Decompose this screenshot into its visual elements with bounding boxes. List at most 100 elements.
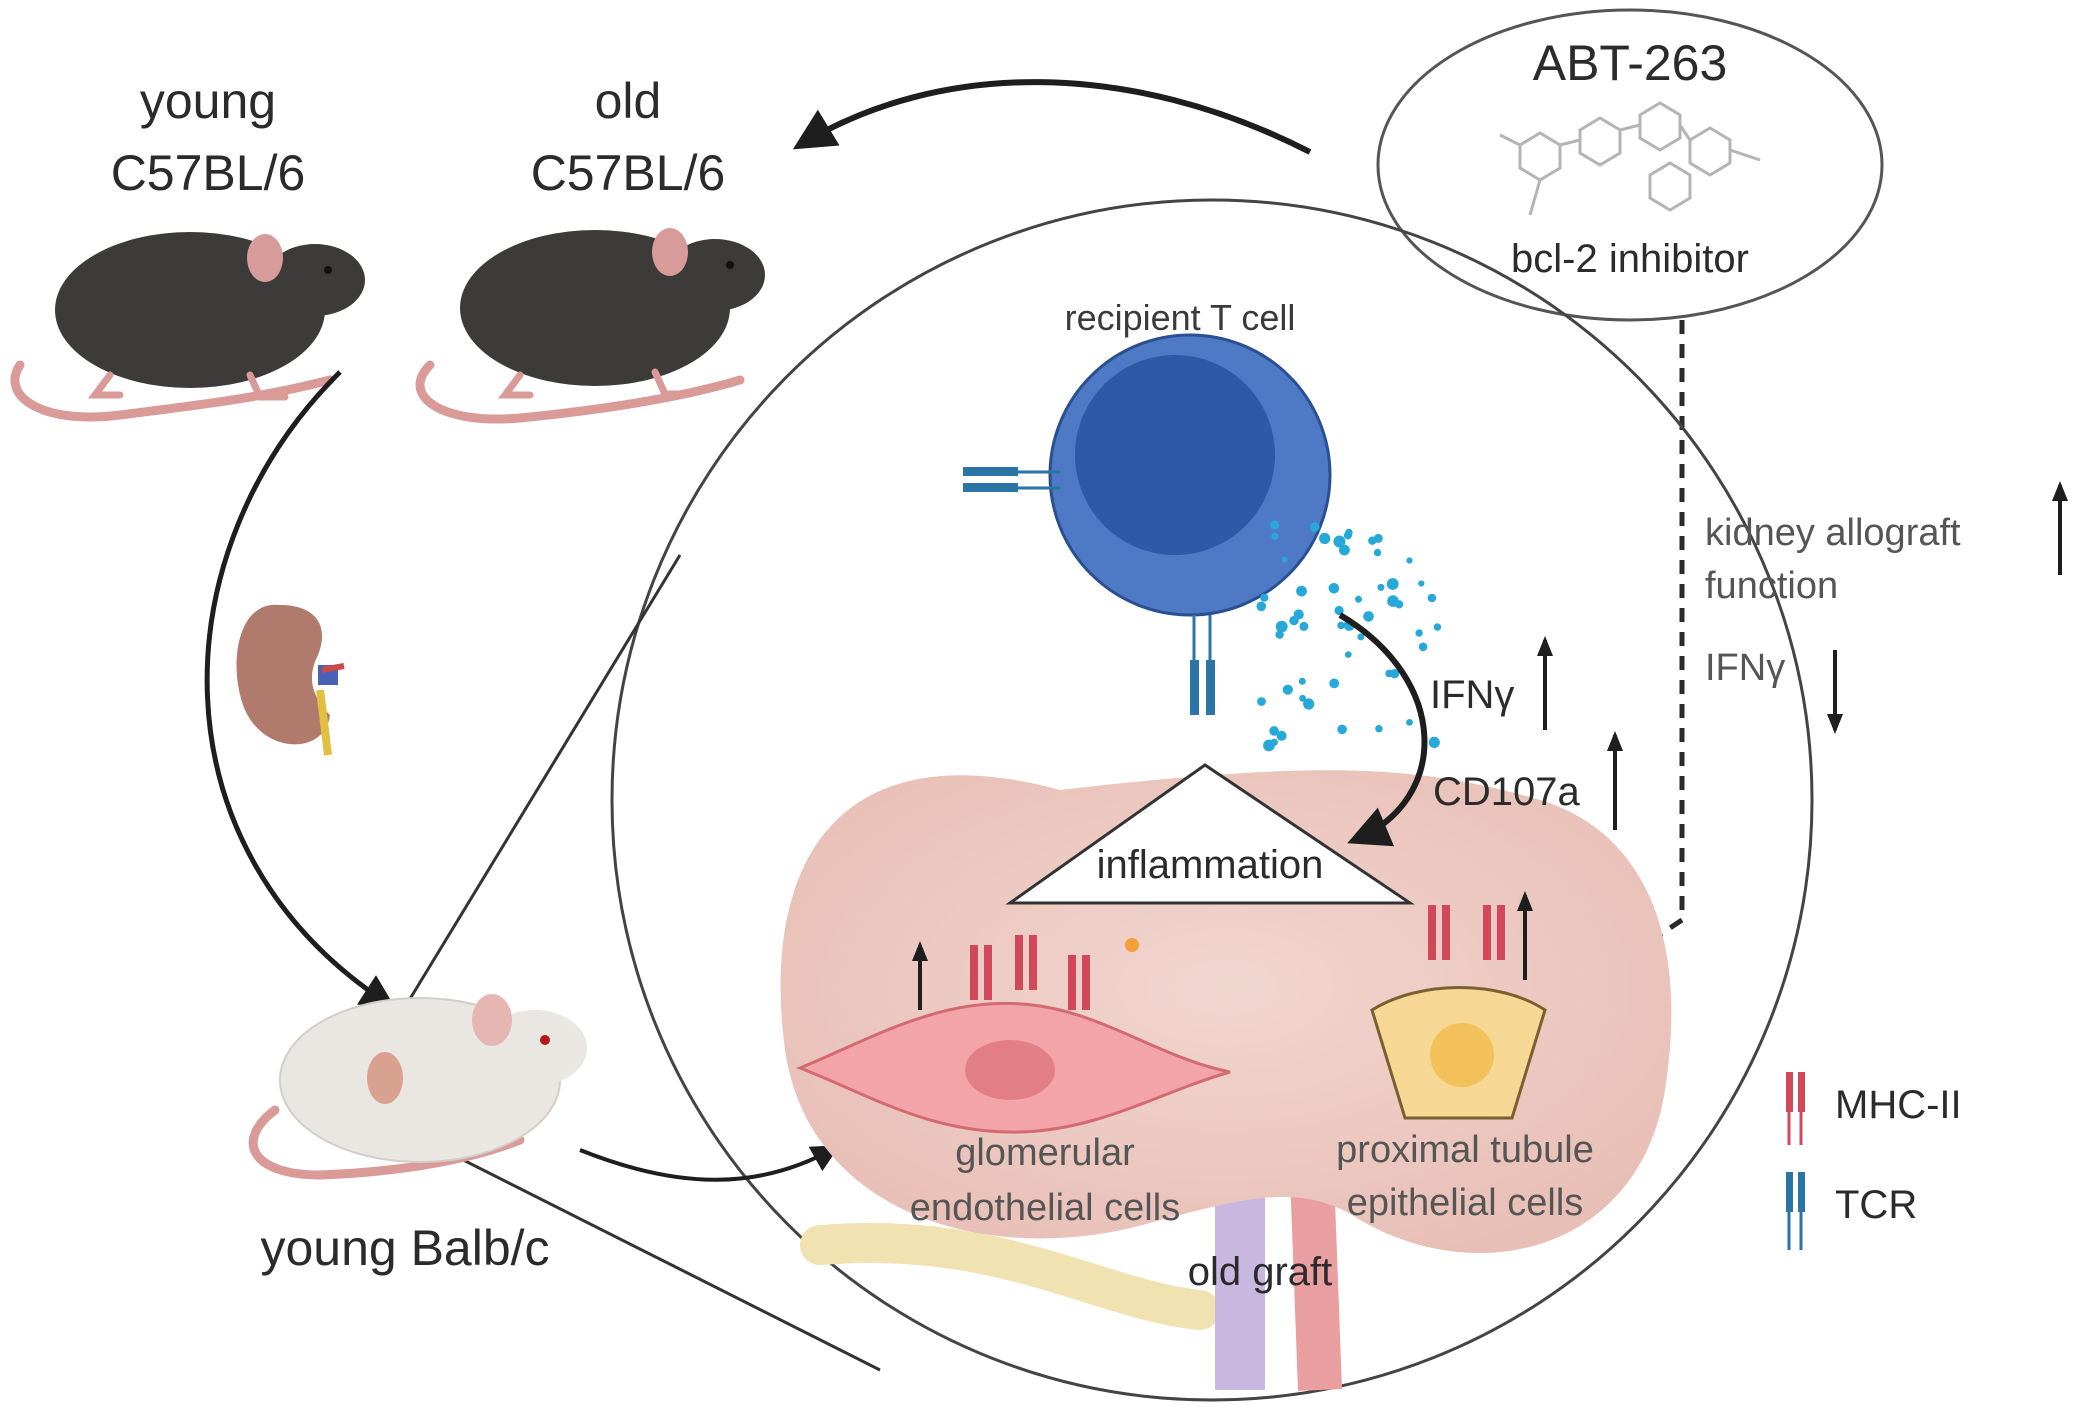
mouse-tail bbox=[10, 360, 335, 422]
mouse-ear bbox=[652, 228, 688, 276]
cytokine-dot bbox=[1296, 585, 1307, 597]
cytokine-dot bbox=[1270, 738, 1279, 746]
legend-mhc-label: MHC-II bbox=[1835, 1083, 1962, 1127]
glomerular-label-line2: endothelial cells bbox=[910, 1187, 1180, 1229]
old-c57bl6-mouse bbox=[415, 228, 765, 424]
cytokine-dot bbox=[1293, 609, 1304, 620]
old-mouse-label-line2: C57BL/6 bbox=[531, 145, 726, 201]
cd107a-up-label: CD107a bbox=[1433, 770, 1581, 814]
cytokine-dot bbox=[1387, 595, 1399, 607]
molecule-structure-icon bbox=[1499, 101, 1761, 216]
proximal-label-line1: proximal tubule bbox=[1336, 1129, 1594, 1171]
grafted-kidney-icon bbox=[367, 1052, 403, 1104]
tcell-label: recipient T cell bbox=[1065, 297, 1296, 338]
mhc-receptor-icon bbox=[1428, 905, 1505, 960]
cytokine-dot bbox=[1256, 601, 1267, 612]
drug-subtitle: bcl-2 inhibitor bbox=[1511, 237, 1749, 281]
inflammation-triangle bbox=[1005, 763, 1415, 905]
young-balbc-mouse bbox=[248, 994, 587, 1180]
allograft-function-label-line2: function bbox=[1705, 565, 1838, 607]
cytokine-dot bbox=[1125, 938, 1139, 952]
cytokine-dot bbox=[1271, 532, 1279, 541]
cytokine-dot bbox=[1333, 535, 1346, 548]
cytokine-dot bbox=[1428, 736, 1440, 749]
cytokine-dot bbox=[1282, 684, 1293, 695]
zoom-line-upper bbox=[400, 554, 682, 1013]
cytokine-dot bbox=[1406, 719, 1413, 726]
young-mouse-label-line1: young bbox=[140, 73, 276, 129]
cytokine-dot bbox=[1276, 730, 1287, 741]
transplant-arrow bbox=[204, 370, 396, 1009]
proximal-tubule-epithelial-cell bbox=[1370, 986, 1547, 1120]
young-c57bl6-mouse bbox=[10, 232, 365, 422]
cytokine-dot bbox=[1363, 611, 1374, 622]
proximal-label-line2: epithelial cells bbox=[1347, 1182, 1584, 1224]
cytokine-dot bbox=[1418, 580, 1425, 587]
cytokine-dot bbox=[1345, 651, 1352, 658]
zoom-circle bbox=[610, 198, 1814, 1402]
drug-name: ABT-263 bbox=[1533, 35, 1728, 91]
drug-ellipse bbox=[1376, 8, 1884, 322]
cytokine-dot bbox=[1343, 531, 1352, 540]
cytokine-dot bbox=[1328, 583, 1340, 594]
balbc-mouse-label: young Balb/c bbox=[260, 1220, 549, 1276]
cytokine-dot bbox=[1337, 621, 1345, 630]
cytokine-dot bbox=[1270, 520, 1280, 530]
cytokine-dot bbox=[1418, 642, 1428, 652]
ureter bbox=[800, 1222, 1220, 1330]
cytokine-dot bbox=[1299, 621, 1309, 631]
ifng-down-label: IFNγ bbox=[1705, 647, 1785, 689]
mhc-receptor-icon bbox=[970, 935, 1090, 1010]
balbc-to-graft-arrow bbox=[579, 1145, 840, 1182]
cytokine-dot bbox=[1299, 694, 1306, 702]
inflammation-label: inflammation bbox=[1097, 843, 1324, 887]
tcr-receptor-icon bbox=[963, 467, 1060, 492]
cytokine-dot bbox=[1339, 544, 1350, 556]
cytokine-dot bbox=[1309, 522, 1320, 532]
cytokine-dot bbox=[1373, 548, 1382, 557]
mouse-head bbox=[665, 239, 765, 311]
cytokine-dot bbox=[1275, 620, 1288, 633]
cytokine-dot bbox=[1377, 583, 1385, 591]
cytokine-dot bbox=[1260, 593, 1269, 602]
tcell-to-inflammation-arrow bbox=[1338, 612, 1428, 847]
ifng-cytokine-cloud bbox=[1256, 520, 1442, 752]
cytokine-dot bbox=[1357, 633, 1365, 641]
young-mouse-label-line2: C57BL/6 bbox=[111, 145, 306, 201]
cytokine-dot bbox=[1337, 724, 1347, 735]
cytokine-dot bbox=[1275, 630, 1284, 639]
cytokine-dot bbox=[1406, 557, 1413, 564]
ifng-up-label: IFNγ bbox=[1430, 673, 1514, 717]
cytokine-dot bbox=[1386, 578, 1399, 590]
legend-mhc-icon bbox=[1786, 1072, 1805, 1145]
drug-to-old-mouse-arrow bbox=[792, 79, 1312, 155]
legend: MHC-II TCR bbox=[1786, 1072, 1962, 1250]
cytokine-dot bbox=[1368, 536, 1377, 545]
mouse-ear bbox=[472, 994, 512, 1046]
legend-tcr-icon bbox=[1786, 1172, 1805, 1250]
cytokine-dot bbox=[1355, 595, 1362, 603]
tcell-nucleus bbox=[1075, 355, 1275, 555]
cytokine-dot bbox=[1303, 698, 1315, 710]
cytokine-dot bbox=[1415, 629, 1423, 637]
old-mouse-label-line1: old bbox=[595, 73, 662, 129]
mouse-head bbox=[265, 244, 365, 316]
old-graft-label: old graft bbox=[1188, 1250, 1333, 1294]
cytokine-dot bbox=[1329, 678, 1340, 689]
mouse-ear bbox=[247, 234, 283, 282]
cytokine-dot bbox=[1375, 725, 1383, 733]
glomerular-endothelial-cell bbox=[795, 1001, 1231, 1134]
cytokine-dot bbox=[1281, 556, 1288, 563]
cytokine-dot bbox=[1427, 593, 1437, 603]
legend-tcr-label: TCR bbox=[1835, 1183, 1917, 1227]
glomerular-label-line1: glomerular bbox=[955, 1132, 1135, 1174]
cytokine-dot bbox=[1257, 697, 1266, 706]
cytokine-dot bbox=[1433, 623, 1442, 631]
cytokine-dot bbox=[1385, 669, 1393, 678]
cytokine-dot bbox=[1269, 726, 1279, 736]
cytokine-dot bbox=[1298, 677, 1306, 685]
allograft-function-label-line1: kidney allograft bbox=[1705, 512, 1961, 554]
tcr-receptor-icon bbox=[1190, 615, 1215, 715]
donor-kidney-icon bbox=[236, 604, 345, 756]
